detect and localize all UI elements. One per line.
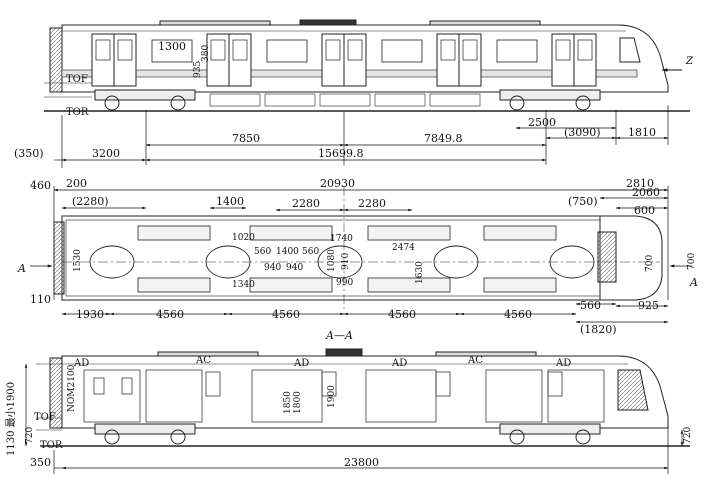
dim-1800: 1800 — [293, 391, 303, 414]
dim-4560c: 4560 — [388, 308, 416, 321]
dim-700a: 700 — [645, 255, 655, 272]
dim-910: 910 — [341, 253, 351, 270]
dim-700b: 700 — [687, 253, 697, 270]
dim-15699: 15699.8 — [318, 147, 364, 160]
bogie-left-top — [94, 89, 196, 111]
dim-750: (750) — [568, 195, 598, 208]
dim-1530: 1530 — [73, 249, 83, 272]
dim-7850: 7850 — [232, 132, 260, 145]
dim-7849: 7849.8 — [424, 132, 463, 145]
ac-label-5: AD — [555, 358, 571, 369]
dim-990: 990 — [336, 278, 353, 288]
dim-2280b: 2280 — [292, 197, 320, 210]
plan-top-dims — [53, 186, 669, 300]
section-view — [36, 348, 690, 447]
dim-935: 935 — [193, 61, 203, 78]
dim-560b: 560 — [302, 247, 319, 257]
dim-1900: 1900 — [327, 385, 337, 408]
plan-body — [53, 186, 663, 310]
tor-label-top: TOR — [66, 107, 89, 118]
bogie-left-section — [94, 423, 196, 445]
ac-label-2: AD — [293, 358, 309, 369]
section-title: A—A — [325, 329, 353, 342]
dim-560-bottom: 560 — [580, 299, 601, 312]
dim-380: 380 — [201, 45, 211, 62]
dim-1810: 1810 — [628, 126, 656, 139]
dim-560a: 560 — [254, 247, 271, 257]
ac-label-3: AD — [391, 358, 407, 369]
dim-2060: 2060 — [632, 186, 660, 199]
tof-label-section: TOF — [34, 412, 56, 423]
dim-1630: 1630 — [415, 261, 425, 284]
dim-110: 110 — [30, 293, 51, 306]
bogie-right-section — [499, 423, 601, 445]
ac-label-0: AD — [73, 358, 89, 369]
dim-1400-inner: 1400 — [276, 247, 299, 257]
dim-2280c: 2280 — [358, 197, 386, 210]
dim-1020: 1020 — [232, 233, 255, 243]
side-view-top — [44, 19, 690, 112]
z-label: Z — [685, 56, 694, 67]
dim-1340: 1340 — [232, 280, 255, 290]
dim-1300: 1300 — [158, 40, 186, 53]
plan-inner-dim-labels: 1020 560 1400 560 1740 2474 940 940 1530… — [17, 233, 698, 306]
dim-2280a: (2280) — [72, 195, 109, 208]
section-dims — [24, 363, 684, 474]
side-windows-top — [151, 39, 538, 63]
tof-label-top: TOF — [66, 74, 88, 85]
dim-925: 925 — [638, 299, 659, 312]
plan-bottom-dims — [61, 302, 669, 324]
dim-2500: 2500 — [528, 116, 556, 129]
dim-1400-top: 1400 — [216, 195, 244, 208]
dim-2474: 2474 — [392, 243, 415, 253]
dim-940b: 940 — [286, 263, 303, 273]
dim-940a: 940 — [264, 263, 281, 273]
dim-1850: 1850 — [283, 391, 293, 414]
dim-1740: 1740 — [330, 234, 353, 244]
dim-1930: 1930 — [76, 308, 104, 321]
bogie-right-top — [499, 89, 601, 111]
nom-label: NOM2100 — [67, 364, 77, 412]
dim-4560d: 4560 — [504, 308, 532, 321]
dim-200: 200 — [66, 177, 87, 190]
dim-labels-top: 2500 (3090) 1810 7850 7849.8 (350) 3200 … — [14, 116, 656, 160]
dim-1080: 1080 — [327, 249, 337, 272]
section-a-left: A — [17, 262, 26, 275]
plan-top-dim-labels: 460 200 20930 2810 (2280) 1400 2280 2280… — [30, 177, 660, 217]
dim-720a: 720 — [25, 427, 35, 444]
section-ac-labels: AD AC AD AD AC AD — [73, 355, 571, 369]
dim-3200: 3200 — [92, 147, 120, 160]
dim-23800: 23800 — [344, 456, 379, 469]
dim-20930: 20930 — [320, 177, 355, 190]
dims-top — [54, 105, 669, 168]
plan-seats — [137, 225, 557, 293]
ac-label-4: AC — [467, 355, 483, 366]
dim-3090: (3090) — [564, 126, 601, 139]
section-a-right: A — [689, 276, 698, 289]
dim-720b: 720 — [683, 427, 693, 444]
section-labels: TOF TOR NOM2100 1130 最小1900 1850 1800 19… — [5, 364, 693, 469]
dim-350-bottom: 350 — [30, 456, 51, 469]
tor-label-section: TOR — [40, 440, 63, 451]
dim-4560b: 4560 — [272, 308, 300, 321]
side-view-top-labels: TOF TOR Z 1300 935 380 — [66, 40, 694, 118]
ac-label-1: AC — [195, 355, 211, 366]
dim-350-top: (350) — [14, 147, 44, 160]
height-label: 1130 最小1900 — [5, 382, 17, 456]
dim-460: 460 — [30, 179, 51, 192]
plan-bottom-dim-labels: 1930 4560 4560 4560 4560 560 925 (1820) … — [76, 299, 659, 342]
dim-1820: (1820) — [580, 323, 617, 336]
dim-4560a: 4560 — [156, 308, 184, 321]
dim-2810: 2810 — [626, 177, 654, 190]
dim-600: 600 — [634, 204, 655, 217]
